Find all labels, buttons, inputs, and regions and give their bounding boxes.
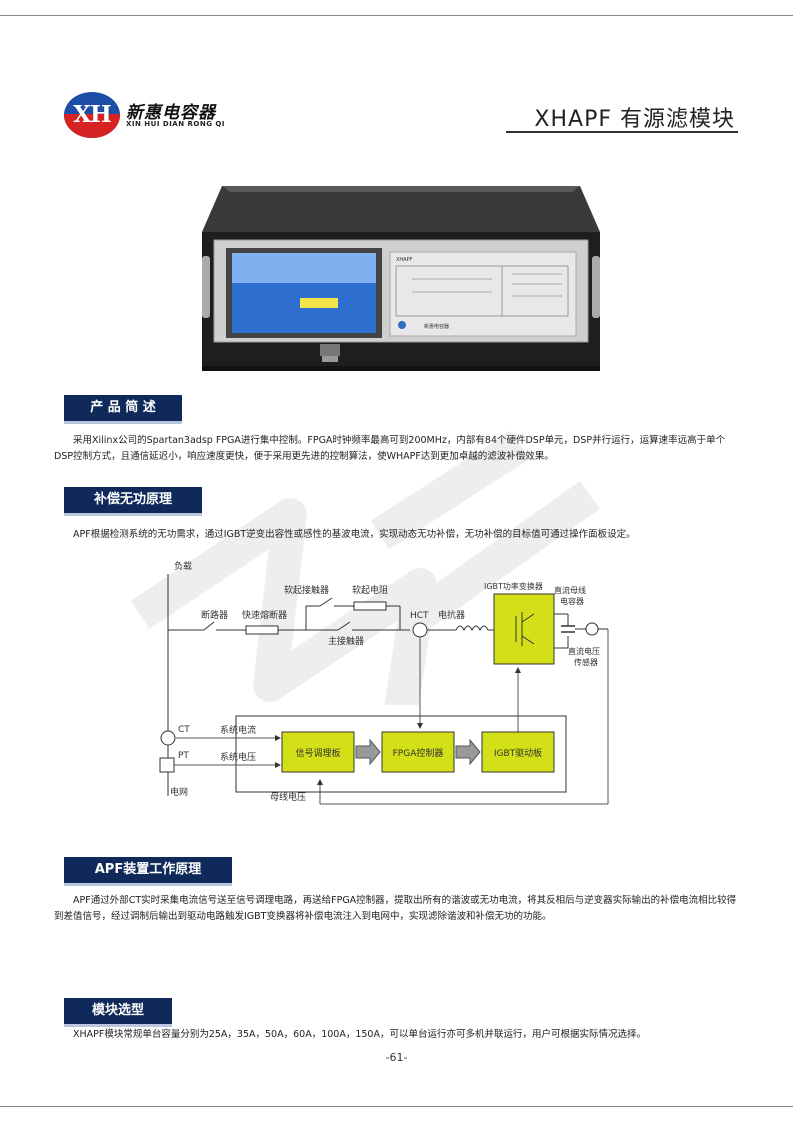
label-system-voltage: 系统电压 bbox=[220, 751, 256, 763]
company-logo: XH 新惠电容器 XIN HUI DIAN RONG QI bbox=[64, 92, 254, 138]
label-soft-contactor: 软起接触器 bbox=[284, 584, 329, 596]
section-body-selection: XHAPF模块常规单台容量分别为25A，35A，50A，60A，100A，150… bbox=[73, 1029, 646, 1040]
label-igbt-converter: IGBT功率变换器 bbox=[484, 581, 543, 591]
box-igbt-driver: IGBT驱动板 bbox=[494, 747, 542, 759]
top-rule bbox=[0, 15, 793, 16]
panel-label: XHAPF bbox=[396, 257, 413, 263]
label-pt: PT bbox=[178, 751, 189, 761]
label-main-contactor: 主接触器 bbox=[328, 635, 364, 647]
label-soft-resistor: 软起电阻 bbox=[352, 584, 388, 596]
page-title: XHAPF 有源滤模块 bbox=[534, 107, 735, 132]
logo-name-en: XIN HUI DIAN RONG QI bbox=[126, 120, 225, 128]
label-breaker: 断路器 bbox=[201, 609, 228, 621]
box-signal-board: 信号调理板 bbox=[295, 747, 340, 759]
section-heading-overview: 产 品 简 述 bbox=[64, 395, 182, 424]
section-body-reactive: APF根据检测系统的无功需求，通过IGBT逆变出容性或感性的基波电流，实现动态无… bbox=[73, 529, 636, 540]
logo-mark: XH bbox=[73, 101, 112, 128]
label-dc-cap-2: 电容器 bbox=[560, 596, 584, 606]
page-number: -61- bbox=[385, 1051, 408, 1064]
label-dc-cap-1: 直流母线 bbox=[554, 585, 586, 595]
label-dc-sensor-2: 传感器 bbox=[574, 657, 598, 667]
section-body-working-principle: APF通过外部CT实时采集电流信号送至信号调理电路，再送给FPGA控制器，提取出… bbox=[54, 895, 737, 922]
section-heading-selection: 模块选型 bbox=[64, 998, 172, 1027]
section-heading-working-principle: APF装置工作原理 bbox=[64, 857, 232, 886]
label-ct: CT bbox=[178, 725, 190, 735]
apf-circuit-diagram: 负载 电网 断路器 快速熔断器 主接触器 软起接触器 软起电阻 HCT 电抗器 … bbox=[159, 560, 609, 805]
label-fuse: 快速熔断器 bbox=[242, 609, 287, 621]
label-load: 负载 bbox=[174, 560, 192, 572]
label-bus-voltage: 母线电压 bbox=[270, 791, 306, 803]
label-dc-sensor-1: 直流电压 bbox=[568, 646, 600, 656]
label-hct: HCT bbox=[410, 611, 429, 621]
box-fpga-controller: FPGA控制器 bbox=[393, 747, 444, 759]
label-reactor: 电抗器 bbox=[438, 609, 465, 621]
section-heading-reactive: 补偿无功原理 bbox=[64, 487, 202, 516]
logo-name-cn: 新惠电容器 bbox=[126, 103, 216, 123]
section-body-overview: 采用Xilinx公司的Spartan3adsp FPGA进行集中控制。FPGA时… bbox=[54, 435, 726, 462]
title-underline bbox=[506, 131, 738, 133]
logo-emblem: XH bbox=[64, 92, 120, 138]
bottom-rule bbox=[0, 1106, 793, 1107]
product-photo: XHAPF 新惠电容器 bbox=[202, 186, 600, 371]
label-grid: 电网 bbox=[170, 786, 188, 798]
label-system-current: 系统电流 bbox=[220, 724, 256, 736]
panel-company: 新惠电容器 bbox=[424, 323, 449, 330]
